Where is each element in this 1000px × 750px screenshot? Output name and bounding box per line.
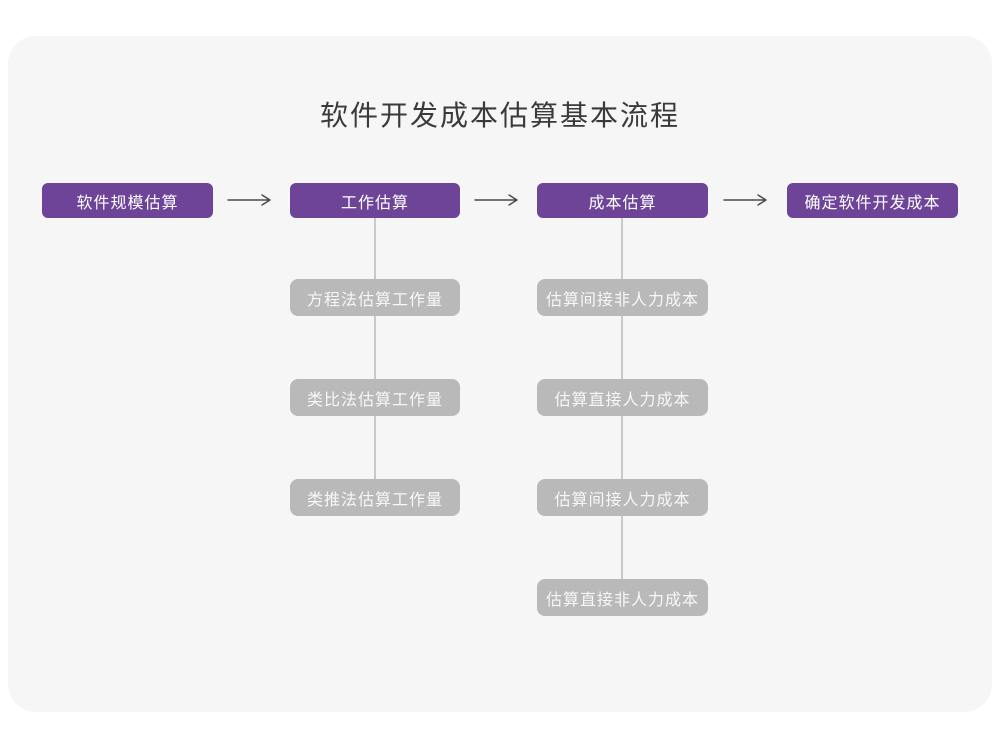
diagram-title: 软件开发成本估算基本流程: [319, 100, 680, 131]
work-method-analogy: 类比法估算工作量: [290, 379, 460, 416]
arrow-right-icon: [474, 193, 522, 207]
stage-software-scale-estimation: 软件规模估算: [42, 183, 213, 218]
arrow-right-icon: [723, 193, 771, 207]
cost-item-indirect-non-labor: 估算间接非人力成本: [537, 279, 708, 316]
cost-item-direct-non-labor: 估算直接非人力成本: [537, 579, 708, 616]
stage-determine-software-dev-cost: 确定软件开发成本: [787, 183, 958, 218]
stage-work-estimation: 工作估算: [290, 183, 460, 218]
work-method-equation: 方程法估算工作量: [290, 279, 460, 316]
cost-item-indirect-labor: 估算间接人力成本: [537, 479, 708, 516]
diagram-card: 软件开发成本估算基本流程 软件规模估算 工作估算 成本估算 确定软件开发成本 方…: [8, 36, 992, 712]
arrow-right-icon: [227, 193, 275, 207]
stage-cost-estimation: 成本估算: [537, 183, 708, 218]
cost-item-direct-labor: 估算直接人力成本: [537, 379, 708, 416]
connector-line-work: [374, 218, 376, 479]
work-method-extrapolation: 类推法估算工作量: [290, 479, 460, 516]
